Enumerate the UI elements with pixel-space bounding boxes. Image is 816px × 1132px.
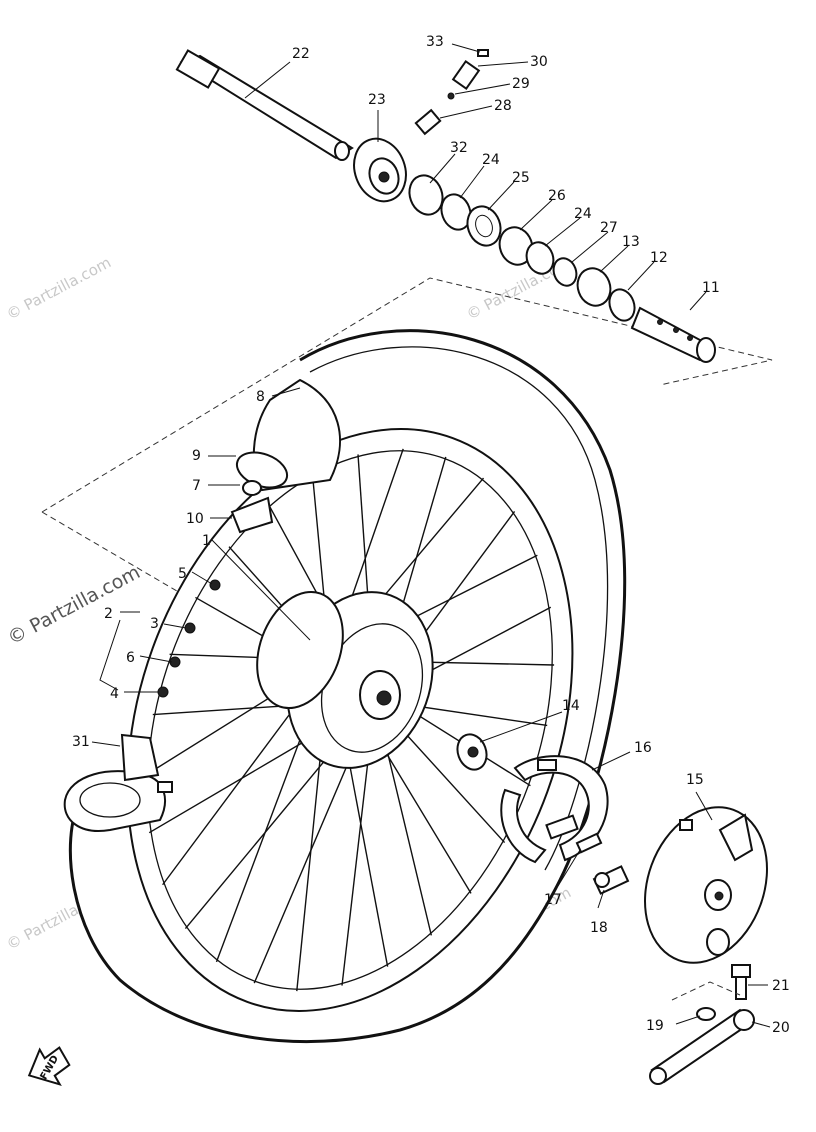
callout-25: 25	[512, 170, 530, 186]
hub-bearing	[456, 733, 488, 771]
forward-direction-arrow: FWD	[27, 1046, 71, 1086]
callout-15: 15	[686, 772, 704, 788]
callout-2: 2	[104, 606, 113, 622]
callout-27: 27	[600, 220, 618, 236]
callout-8: 8	[256, 389, 265, 405]
callout-13: 13	[622, 234, 640, 250]
callout-26: 26	[548, 188, 566, 204]
callout-22: 22	[292, 46, 310, 62]
callout-24b: 24	[574, 206, 592, 222]
callout-10: 10	[186, 511, 204, 527]
speedometer-pinion-parts	[414, 49, 489, 136]
brake-shoes	[500, 755, 609, 864]
callout-20: 20	[772, 1020, 790, 1036]
callout-14: 14	[562, 698, 580, 714]
callout-9: 9	[192, 448, 201, 464]
brake-panel	[644, 806, 768, 964]
callout-6: 6	[126, 650, 135, 666]
callout-21: 21	[772, 978, 790, 994]
brake-arm	[649, 964, 755, 1085]
speedometer-gear-housing	[353, 137, 407, 203]
assembly-outline-upper	[41, 277, 773, 513]
callout-32: 32	[450, 140, 468, 156]
callout-5: 5	[178, 566, 187, 582]
callout-28: 28	[494, 98, 512, 114]
callout-labels: 1 2 3 4 5 6 7 8 9 10 11 12 13 14 15 16 1…	[72, 34, 790, 1036]
axle	[175, 49, 354, 161]
leader-lines	[91, 43, 771, 1028]
callout-17: 17	[544, 892, 562, 908]
callout-18: 18	[590, 920, 608, 936]
tire-cutaway-section	[63, 733, 173, 832]
callout-1: 1	[202, 533, 211, 549]
callout-4: 4	[110, 686, 119, 702]
callout-12: 12	[650, 250, 668, 266]
inner-tube-and-rim-band	[230, 378, 341, 534]
watermark-1: © Partzilla.com	[3, 253, 114, 323]
callout-16: 16	[634, 740, 652, 756]
spacer-tube	[630, 306, 716, 363]
callout-31: 31	[72, 734, 90, 750]
callout-23: 23	[368, 92, 386, 108]
callout-30: 30	[530, 54, 548, 70]
callout-7: 7	[192, 478, 201, 494]
callout-29: 29	[512, 76, 530, 92]
callout-24a: 24	[482, 152, 500, 168]
brake-cam	[575, 832, 630, 895]
callout-11: 11	[702, 280, 720, 296]
hub-bearing-stack	[408, 174, 636, 322]
hub	[256, 590, 434, 769]
callout-3: 3	[150, 616, 159, 632]
callout-19: 19	[646, 1018, 664, 1034]
callout-33: 33	[426, 34, 444, 50]
watermark-6: © Partzilla.com	[4, 561, 144, 649]
